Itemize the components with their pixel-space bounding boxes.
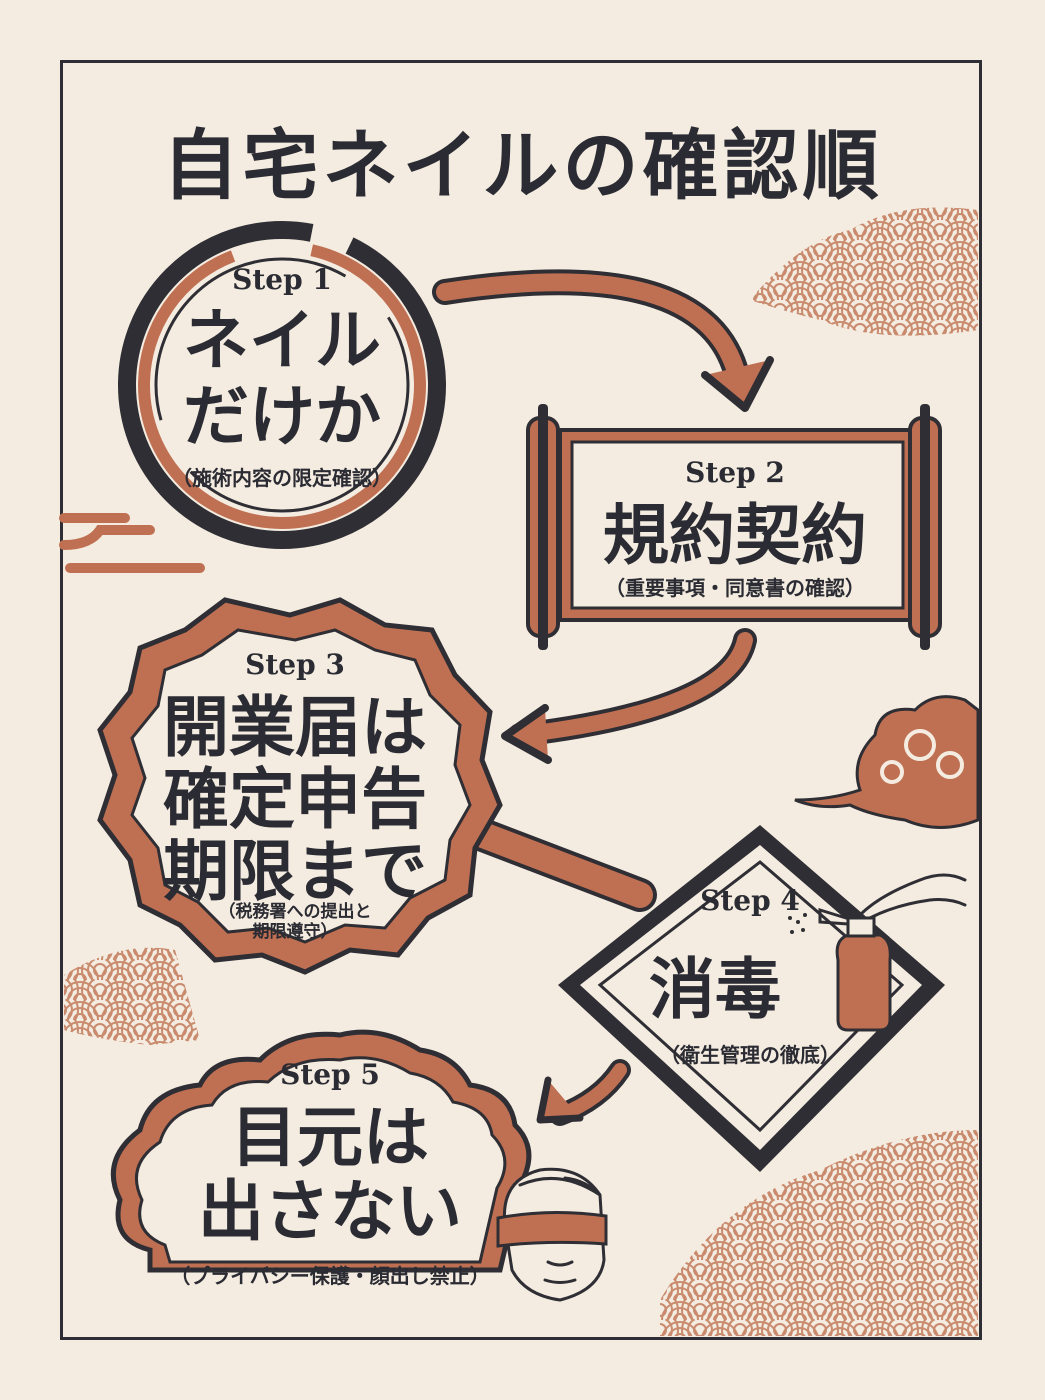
step2-label: Step 2 (685, 456, 785, 489)
swirl-cloud-icon (794, 695, 980, 829)
eye-mask-face-icon (496, 1167, 608, 1302)
step3-main-line1: 開業届は (163, 689, 427, 766)
step2-sub: （重要事項・同意書の確認） (605, 576, 865, 600)
step3-main-line2: 確定申告 (163, 761, 427, 838)
step3-main-line3: 期限まで (163, 833, 427, 910)
wave-pattern-top-right (750, 207, 978, 336)
wave-pattern-left (64, 947, 200, 1045)
page-title: 自宅ネイルの確認順 (162, 121, 883, 210)
step1-label: Step 1 (232, 263, 332, 296)
wave-pattern-bottom-right (660, 1130, 978, 1336)
poster-frame (60, 60, 982, 1340)
step4-label: Step 4 (700, 884, 800, 917)
step5-main-line1: 目元は (231, 1099, 429, 1176)
flow-arrows (432, 269, 774, 1126)
step5-sub: （プライバシー保護・顔出し禁止） (170, 1264, 490, 1288)
step1-brush-circle (118, 221, 446, 549)
spray-bottle-icon (788, 873, 967, 1032)
step3-seal (97, 597, 503, 975)
step5-main-line2: 出さない (198, 1173, 462, 1250)
step1-main-line1: ネイル (183, 302, 381, 379)
step5-cloud (110, 1029, 532, 1273)
step2-main: 規約契約 (603, 497, 867, 574)
step4-main: 消毒 (649, 951, 781, 1028)
step1-sub: （施術内容の限定確認） (172, 466, 392, 490)
step5-label: Step 5 (280, 1058, 380, 1091)
cloud-lines-left (59, 513, 205, 573)
step4-sub: （衛生管理の徹底） (660, 1043, 840, 1067)
step3-label: Step 3 (245, 648, 345, 681)
step2-scroll (526, 404, 942, 650)
step3-sub-line1: （税務署への提出と (218, 902, 372, 922)
step1-main-line2: だけか (183, 378, 381, 455)
step3-sub-line2: 期限遵守） (252, 922, 338, 942)
